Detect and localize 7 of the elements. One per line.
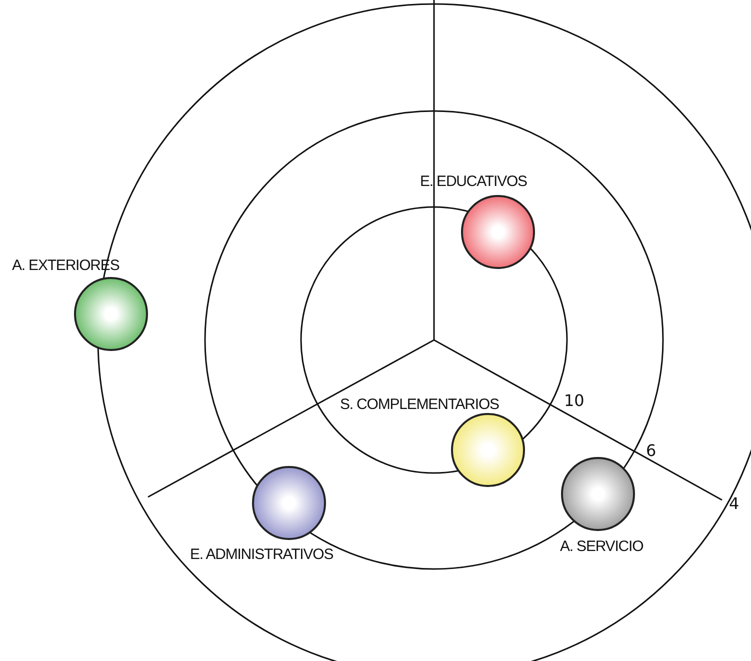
- zone-label: S. COMPLEMENTARIOS: [340, 396, 499, 413]
- zone-label: E. ADMINISTRATIVOS: [190, 546, 334, 563]
- zone-label: A. SERVICIO: [560, 538, 644, 555]
- ring-value: 10: [564, 391, 584, 410]
- zone-label: E. EDUCATIVOS: [420, 173, 527, 190]
- ring-value: 4: [729, 494, 740, 513]
- ring-value: 6: [646, 441, 656, 460]
